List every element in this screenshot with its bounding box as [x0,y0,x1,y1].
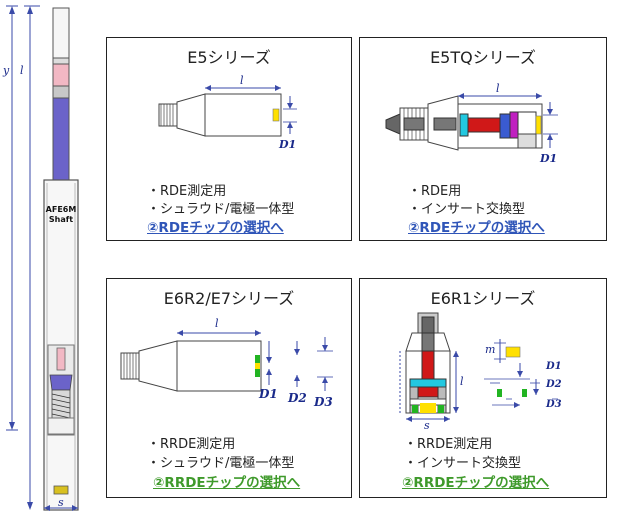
dim-l-label: l [240,74,244,87]
panel-title: E5TQシリーズ [430,48,536,67]
panel-title: E6R1シリーズ [430,289,536,308]
e6r1-drawing [399,312,558,422]
dim-d2-label: D2 [288,391,307,405]
dim-d1-label: D1 [259,387,278,401]
bullet-1: ・RDE測定用 [147,184,227,199]
dim-l-label: l [215,317,219,330]
shaft-label-2: Shaft [48,215,74,224]
panel-e5tq: E5TQシリーズ l D1 ・RDE用 ・インサー [359,37,607,241]
dim-d3-label: D3 [546,399,562,410]
shaft-drawing: y l AFE6M Shaft s [0,0,100,520]
dim-l-label: l [460,375,464,388]
dim-m-label: m [485,343,496,356]
shaft-svg [6,5,79,511]
dim-y-label: y [3,64,10,77]
e5-drawing [158,85,297,137]
bullet-1: ・RRDE測定用 [147,437,236,452]
dim-d3-label: D3 [314,395,333,409]
dim-l-label: l [496,82,500,95]
select-rde-tip-link[interactable]: ②RDEチップの選択へ [147,220,284,236]
bullet-2: ・インサート交換型 [404,456,522,471]
panel-e5: E5シリーズ l D1 ・RDE測定用 ・シュラウド/電極一体型 ②RDEチップ… [106,37,352,241]
panel-title: E5シリーズ [187,48,271,67]
dim-d1-label: D1 [540,152,558,165]
select-rde-tip-link[interactable]: ②RDEチップの選択へ [408,220,545,236]
dim-s-label: s [424,419,430,432]
select-rrde-tip-link[interactable]: ②RRDEチップの選択へ [153,475,301,491]
e6r2-drawing [120,330,333,392]
dim-d1-label: D1 [546,361,562,372]
dim-s-label: s [58,496,64,509]
panel-title: E6R2/E7シリーズ [163,289,295,308]
e5tq-drawing [385,93,558,151]
dim-d1-label: D1 [279,138,297,151]
panel-e6r2-e7: E6R2/E7シリーズ l D1 D2 [106,278,352,498]
bullet-1: ・RDE用 [408,184,462,199]
bullet-1: ・RRDE測定用 [404,437,493,452]
panel-e6r1: E6R1シリーズ [359,278,607,498]
select-rrde-tip-link[interactable]: ②RRDEチップの選択へ [402,475,550,491]
bullet-2: ・インサート交換型 [408,202,526,217]
dim-d2-label: D2 [546,379,562,390]
bullet-2: ・シュラウド/電極一体型 [147,202,295,217]
shaft-label-1: AFE6M [45,205,77,214]
dim-l-label: l [20,64,24,77]
bullet-2: ・シュラウド/電極一体型 [147,456,295,471]
